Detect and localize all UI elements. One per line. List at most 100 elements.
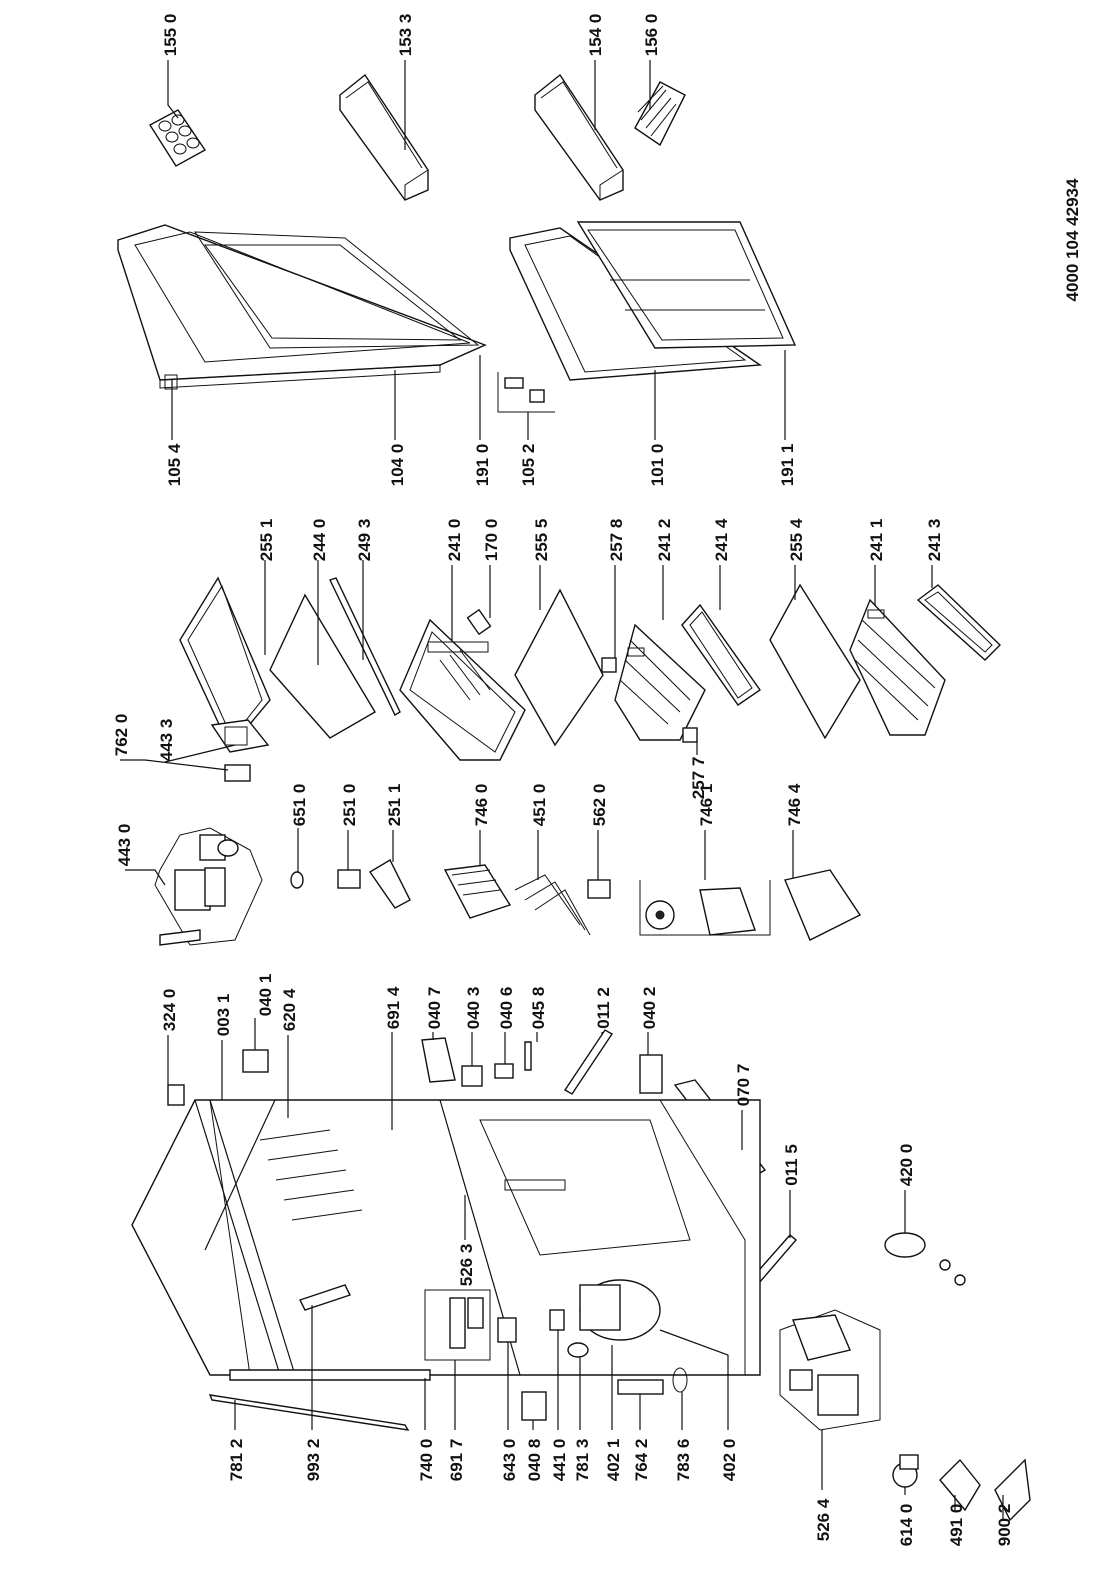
capacitor-drawing-7642 (617, 1379, 664, 1395)
bracket-drawing-0408 (521, 1391, 547, 1421)
hinge-drawing-0402 (639, 1054, 663, 1094)
freezer-basket-drawing-2411 (849, 598, 946, 736)
label-9002: 900 2 (995, 1504, 1014, 1547)
label-4910: 491 0 (947, 1504, 966, 1547)
control-panel-drawing (210, 719, 270, 753)
label-1054: 105 4 (165, 443, 184, 486)
basket-front-drawing-2413 (916, 584, 1001, 661)
label-0707: 070 7 (734, 1064, 753, 1107)
label-2440: 244 0 (310, 519, 329, 562)
label-6917: 691 7 (447, 1439, 466, 1482)
basket-front-drawing-2414 (681, 603, 761, 706)
label-1010: 101 0 (648, 444, 667, 487)
rail-drawing-0112 (564, 1029, 613, 1095)
label-4430: 443 0 (115, 824, 134, 867)
label-7461: 746 1 (697, 784, 716, 827)
label-7642: 764 2 (632, 1439, 651, 1482)
label-0458: 045 8 (529, 987, 548, 1030)
label-0407: 040 7 (425, 987, 444, 1030)
label-2411: 241 1 (867, 519, 886, 562)
egg-grid-drawing (634, 81, 686, 147)
label-0112: 011 2 (594, 987, 613, 1029)
label-2493: 249 3 (355, 519, 374, 562)
label-2413: 241 3 (925, 519, 944, 562)
leader-lines (120, 60, 1004, 1520)
label-2578: 257 8 (607, 519, 626, 562)
label-1560: 156 0 (642, 14, 661, 57)
door-balcony-drawing-1533 (339, 73, 429, 201)
part-labels: 155 0 153 3 154 0 156 0 105 4 104 0 191 … (112, 14, 1014, 1547)
label-1052: 105 2 (519, 444, 538, 487)
bracket-drawing-3240 (167, 1084, 185, 1106)
label-7836: 783 6 (674, 1439, 693, 1482)
lamp-holder-drawing-6510 (290, 871, 304, 889)
label-0406: 040 6 (497, 987, 516, 1030)
tube-drawing-7813 (567, 1342, 589, 1358)
door-balcony-drawing-1540 (534, 73, 624, 201)
shelf-drawing-2440 (269, 593, 376, 739)
clip-drawing-2577 (682, 727, 698, 743)
label-2554: 255 4 (787, 518, 806, 561)
label-4020: 402 0 (720, 1439, 739, 1482)
label-6430: 643 0 (500, 1439, 519, 1482)
label-6914: 691 4 (384, 986, 403, 1029)
label-1040: 104 0 (388, 444, 407, 487)
pump-drawing-9932 (299, 1284, 351, 1311)
hose-drawing-7836 (672, 1367, 688, 1393)
label-6204: 620 4 (280, 988, 299, 1031)
label-2414: 241 4 (712, 518, 731, 561)
label-2551: 255 1 (257, 519, 276, 562)
hinge-parts-drawing (497, 372, 555, 413)
label-6140: 614 0 (897, 1504, 916, 1547)
defrost-heater-drawing-4510 (514, 874, 591, 936)
cabinet-drawing (131, 1099, 761, 1381)
shelf-trim-drawing-2493 (329, 577, 401, 716)
part-drawing-4410 (549, 1309, 565, 1331)
label-6510: 651 0 (290, 784, 309, 827)
label-7464: 746 4 (785, 783, 804, 826)
label-0402: 040 2 (640, 987, 659, 1030)
label-9932: 993 2 (304, 1439, 323, 1482)
label-1540: 154 0 (586, 14, 605, 57)
glass-shelf-drawing-2554 (769, 583, 861, 740)
label-2511: 251 1 (385, 784, 404, 827)
housing-drawing-4910 (939, 1458, 981, 1512)
label-4410: 441 0 (550, 1439, 569, 1482)
document-number: 4000 104 42934 (1063, 178, 1082, 301)
screw-drawing-0458 (524, 1041, 532, 1071)
thermostat-knob-drawing (224, 764, 251, 782)
label-4433: 443 3 (157, 719, 176, 762)
label-4510: 451 0 (530, 784, 549, 827)
label-2577: 257 7 (689, 757, 708, 800)
freezer-basket-drawing-2412 (614, 623, 706, 741)
fridge-door-drawing (117, 224, 487, 390)
crisper-drawer-drawing-2410 (399, 618, 526, 761)
label-4021: 402 1 (604, 1439, 623, 1482)
cable-drawing-9002 (994, 1458, 1031, 1522)
part-drawing-0406 (494, 1063, 514, 1079)
label-3240: 324 0 (160, 989, 179, 1032)
label-1910: 191 0 (473, 444, 492, 487)
label-1550: 155 0 (161, 14, 180, 57)
label-0403: 040 3 (464, 987, 483, 1030)
label-7812: 781 2 (227, 1439, 246, 1482)
defrost-part-drawing-5620 (587, 879, 611, 899)
label-2410: 241 0 (445, 519, 464, 562)
label-7400: 740 0 (417, 1439, 436, 1482)
thermostat-panel-drawing-6917 (424, 1289, 491, 1361)
label-4200: 420 0 (897, 1144, 916, 1187)
label-0031: 003 1 (214, 994, 233, 1037)
label-7460: 746 0 (472, 784, 491, 827)
clip-drawing-1700 (466, 608, 492, 636)
relay-drawing-6140 (892, 1454, 919, 1488)
lamp-cover-drawing-2510 (337, 869, 361, 889)
cap-drawing-6430 (497, 1317, 517, 1343)
label-7620: 762 0 (112, 714, 131, 757)
freezer-door-drawing (509, 221, 797, 381)
evaporator-drawing-7460 (443, 864, 512, 919)
label-1533: 153 3 (396, 14, 415, 57)
label-2412: 241 2 (655, 519, 674, 562)
glass-shelf-drawing-2551 (179, 576, 271, 750)
